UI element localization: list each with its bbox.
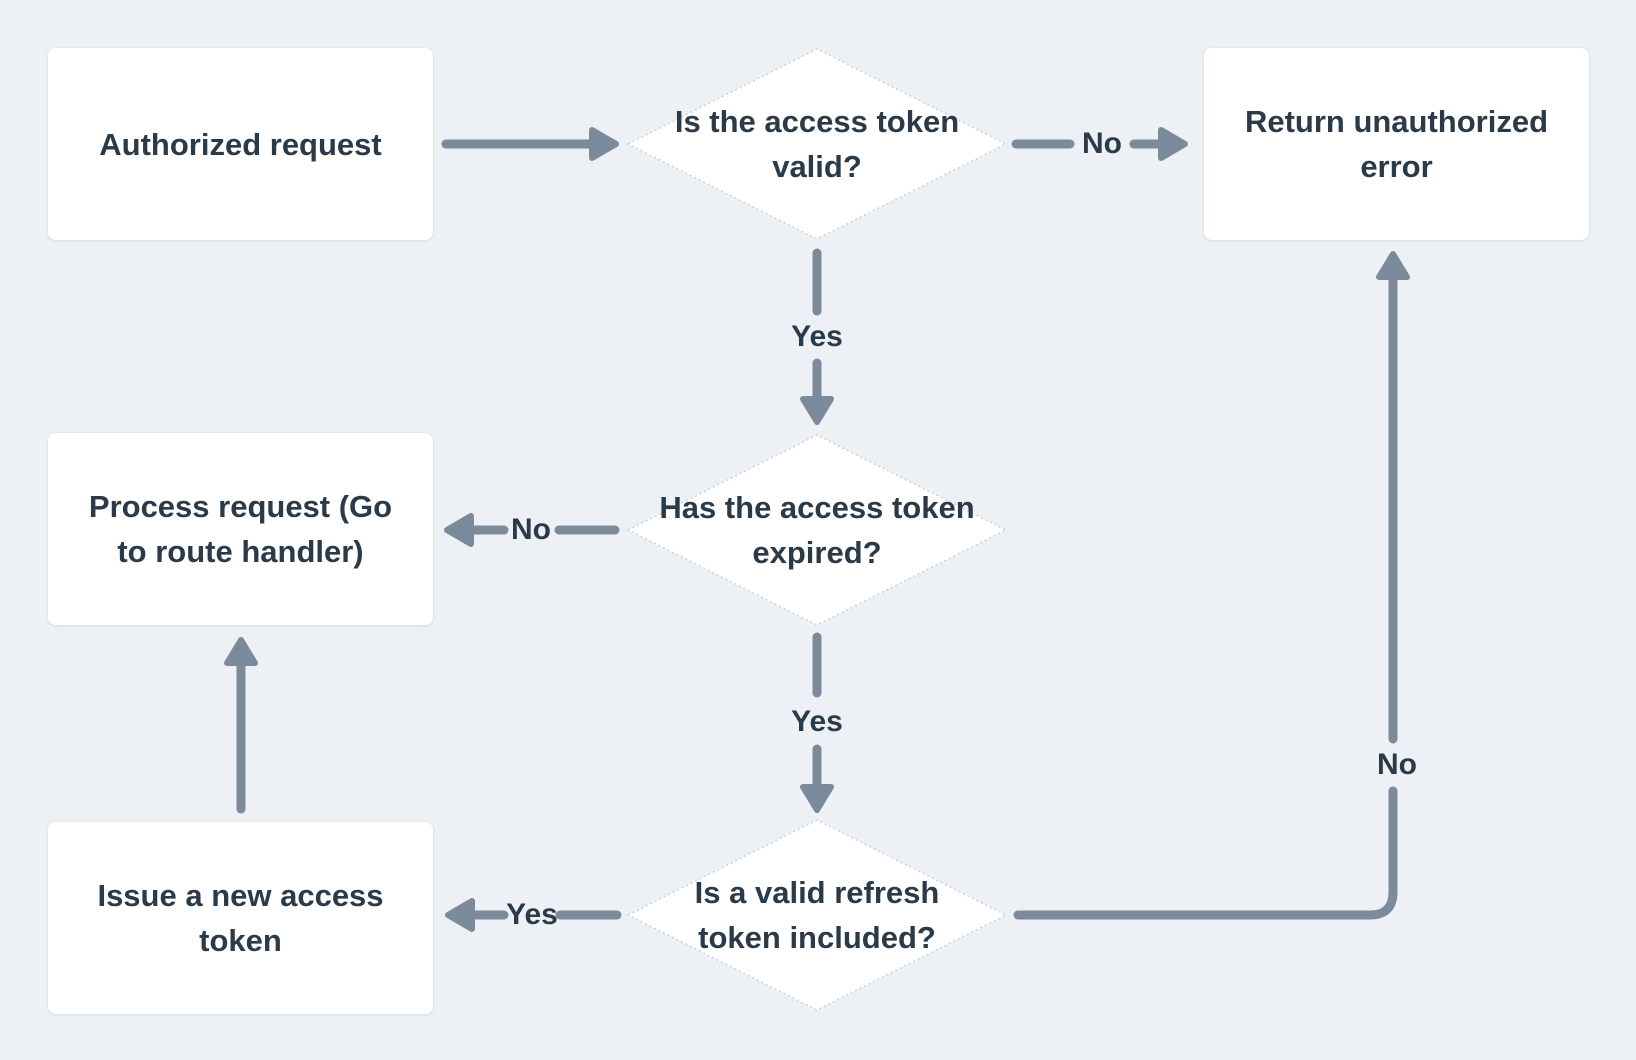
decision-is-token-valid <box>626 48 1008 240</box>
node-process-request <box>48 433 433 625</box>
edge-label-yes-refresh-to-issue: Yes <box>506 898 558 931</box>
edge-label-no-valid-to-unauthorized: No <box>1082 127 1122 160</box>
edge-refresh-to-issue <box>445 898 622 932</box>
edge-label-no-refresh-to-unauthorized: No <box>1377 748 1417 781</box>
node-return-unauthorized-error <box>1204 48 1589 240</box>
edge-label-yes-valid-to-expired: Yes <box>791 320 843 353</box>
decision-has-token-expired <box>626 434 1008 626</box>
node-issue-new-access-token <box>48 822 433 1014</box>
node-authorized-request <box>48 48 433 240</box>
edge-valid-to-unauthorized <box>1011 127 1188 161</box>
edge-expired-to-refresh <box>800 632 834 813</box>
edge-expired-to-process <box>444 513 620 547</box>
edge-label-no-expired-to-process: No <box>511 513 551 546</box>
edge-issue-to-process <box>224 637 258 814</box>
edge-authorized-to-valid <box>441 127 619 161</box>
edge-label-yes-expired-to-refresh: Yes <box>791 705 843 738</box>
decision-is-refresh-included <box>626 819 1008 1011</box>
edge-valid-to-expired <box>800 248 834 425</box>
edge-refresh-to-unauthorized <box>1013 251 1410 920</box>
